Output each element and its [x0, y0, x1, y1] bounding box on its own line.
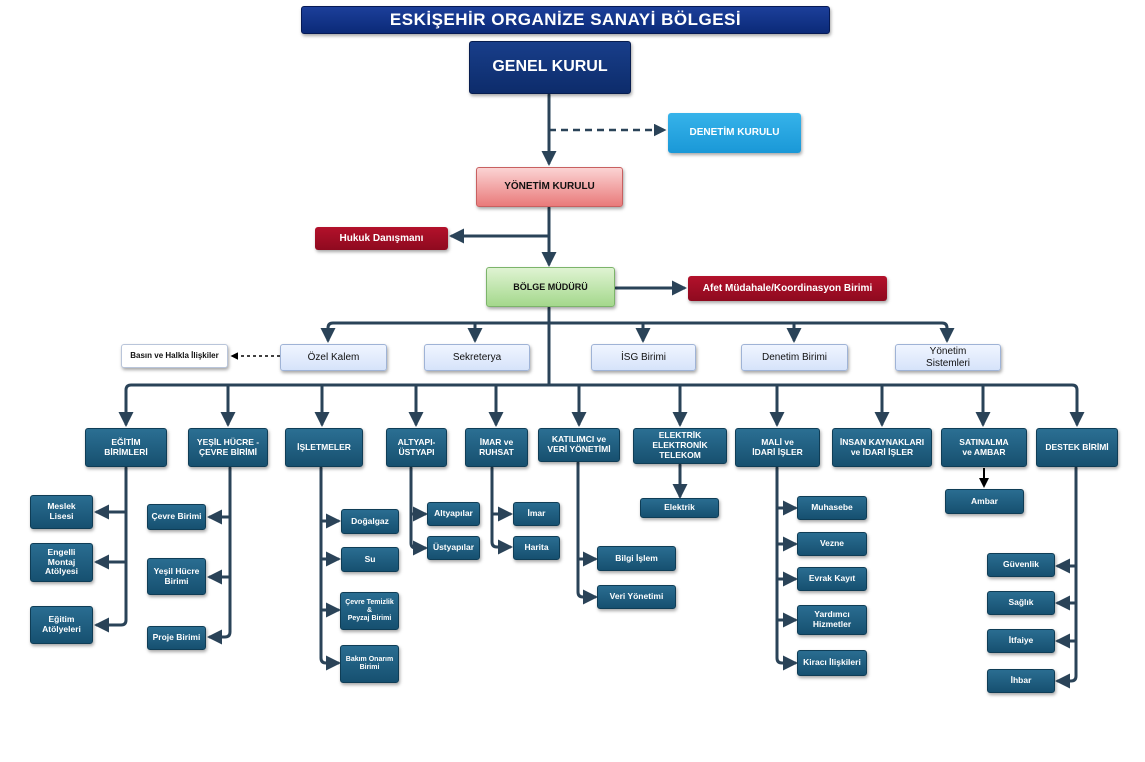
unit-vezne[interactable]: Vezne — [797, 532, 867, 556]
unit-ustyapilar[interactable]: Üstyapılar — [427, 536, 480, 560]
unit-bilgi-islem[interactable]: Bilgi İşlem — [597, 546, 676, 571]
page-title: ESKİŞEHİR ORGANİZE SANAYİ BÖLGESİ — [301, 6, 830, 34]
unit-su[interactable]: Su — [341, 547, 399, 572]
unit-cevre-temizlik[interactable]: Çevre Temizlik & Peyzaj Birimi — [340, 592, 399, 630]
dept-destek[interactable]: DESTEK BİRİMİ — [1036, 428, 1118, 467]
unit-veri-yonetimi[interactable]: Veri Yönetimi — [597, 585, 676, 609]
unit-proje-birimi[interactable]: Proje Birimi — [147, 626, 206, 650]
bolge-muduru-box[interactable]: BÖLGE MÜDÜRÜ — [486, 267, 615, 307]
yonetim-kurulu-box[interactable]: YÖNETİM KURULU — [476, 167, 623, 207]
yonetim-sistemleri-box[interactable]: Yönetim Sistemleri — [895, 344, 1001, 371]
dept-katilimci[interactable]: KATILIMCI ve VERİ YÖNETİMİ — [538, 428, 620, 462]
genel-kurul-box[interactable]: GENEL KURUL — [469, 41, 631, 94]
unit-kiraci-iliskileri[interactable]: Kiracı İlişkileri — [797, 650, 867, 676]
unit-ambar[interactable]: Ambar — [945, 489, 1024, 514]
hukuk-danismani-box[interactable]: Hukuk Danışmanı — [315, 227, 448, 250]
unit-yardimci-hizmetler[interactable]: Yardımcı Hizmetler — [797, 605, 867, 635]
unit-elektrik[interactable]: Elektrik — [640, 498, 719, 518]
unit-muhasebe[interactable]: Muhasebe — [797, 496, 867, 520]
ozel-kalem-box[interactable]: Özel Kalem — [280, 344, 387, 371]
unit-dogalgaz[interactable]: Doğalgaz — [341, 509, 399, 534]
unit-harita[interactable]: Harita — [513, 536, 560, 560]
dept-satinalma[interactable]: SATINALMA ve AMBAR — [941, 428, 1027, 467]
unit-imar[interactable]: İmar — [513, 502, 560, 526]
unit-egitim-atolyeleri[interactable]: Eğitim Atölyeleri — [30, 606, 93, 644]
dept-mali[interactable]: MALİ ve İDARİ İŞLER — [735, 428, 820, 467]
dept-yesil-hucre[interactable]: YEŞİL HÜCRE - ÇEVRE BİRİMİ — [188, 428, 268, 467]
dept-insan-kaynaklari[interactable]: İNSAN KAYNAKLARI ve İDARİ İŞLER — [832, 428, 932, 467]
denetim-birimi-box[interactable]: Denetim Birimi — [741, 344, 848, 371]
unit-engelli-montaj[interactable]: Engelli Montaj Atölyesi — [30, 543, 93, 582]
unit-meslek-lisesi[interactable]: Meslek Lisesi — [30, 495, 93, 529]
unit-evrak-kayit[interactable]: Evrak Kayıt — [797, 567, 867, 591]
basin-halkla-iliskiler-box[interactable]: Basın ve Halkla İlişkiler — [121, 344, 228, 368]
unit-guvenlik[interactable]: Güvenlik — [987, 553, 1055, 577]
dept-elektrik[interactable]: ELEKTRİK ELEKTRONİK TELEKOM — [633, 428, 727, 464]
unit-ihbar[interactable]: İhbar — [987, 669, 1055, 693]
unit-cevre-birimi[interactable]: Çevre Birimi — [147, 504, 206, 530]
afet-birimi-box[interactable]: Afet Müdahale/Koordinasyon Birimi — [688, 276, 887, 301]
dept-altyapi[interactable]: ALTYAPI- ÜSTYAPI — [386, 428, 447, 467]
unit-bakim-onarim[interactable]: Bakım Onarım Birimi — [340, 645, 399, 683]
unit-saglik[interactable]: Sağlık — [987, 591, 1055, 615]
unit-altyapilar[interactable]: Altyapılar — [427, 502, 480, 526]
isg-birimi-box[interactable]: İSG Birimi — [591, 344, 696, 371]
unit-itfaiye[interactable]: İtfaiye — [987, 629, 1055, 653]
dept-egitim[interactable]: EĞİTİM BİRİMLERİ — [85, 428, 167, 467]
dept-isletmeler[interactable]: İŞLETMELER — [285, 428, 363, 467]
dept-imar[interactable]: İMAR ve RUHSAT — [465, 428, 528, 467]
sekreterya-box[interactable]: Sekreterya — [424, 344, 530, 371]
unit-yesil-hucre-birimi[interactable]: Yeşil Hücre Birimi — [147, 558, 206, 595]
denetim-kurulu-box[interactable]: DENETİM KURULU — [668, 113, 801, 153]
